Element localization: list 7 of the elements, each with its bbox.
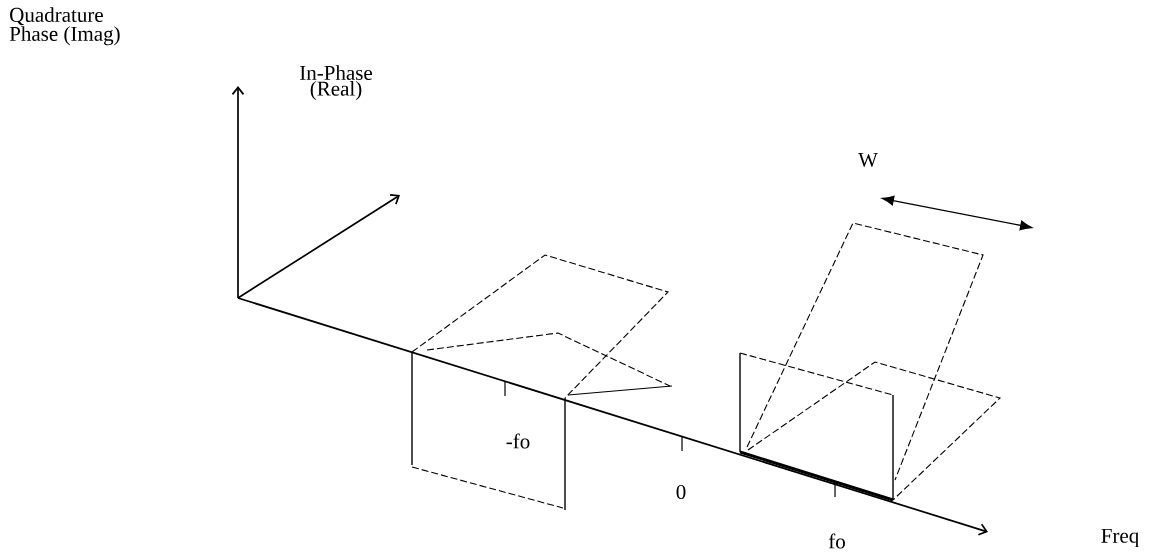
axis-label: -fo — [506, 433, 530, 449]
axis-label: Freq — [1101, 528, 1139, 548]
axis-label: W — [858, 152, 878, 168]
axis-label: fo — [828, 533, 845, 549]
axis-label: In-Phase (Real) — [300, 65, 372, 100]
axis-label: Quadrature Phase (Imag) — [9, 7, 120, 46]
axis-label: 0 — [676, 484, 686, 500]
